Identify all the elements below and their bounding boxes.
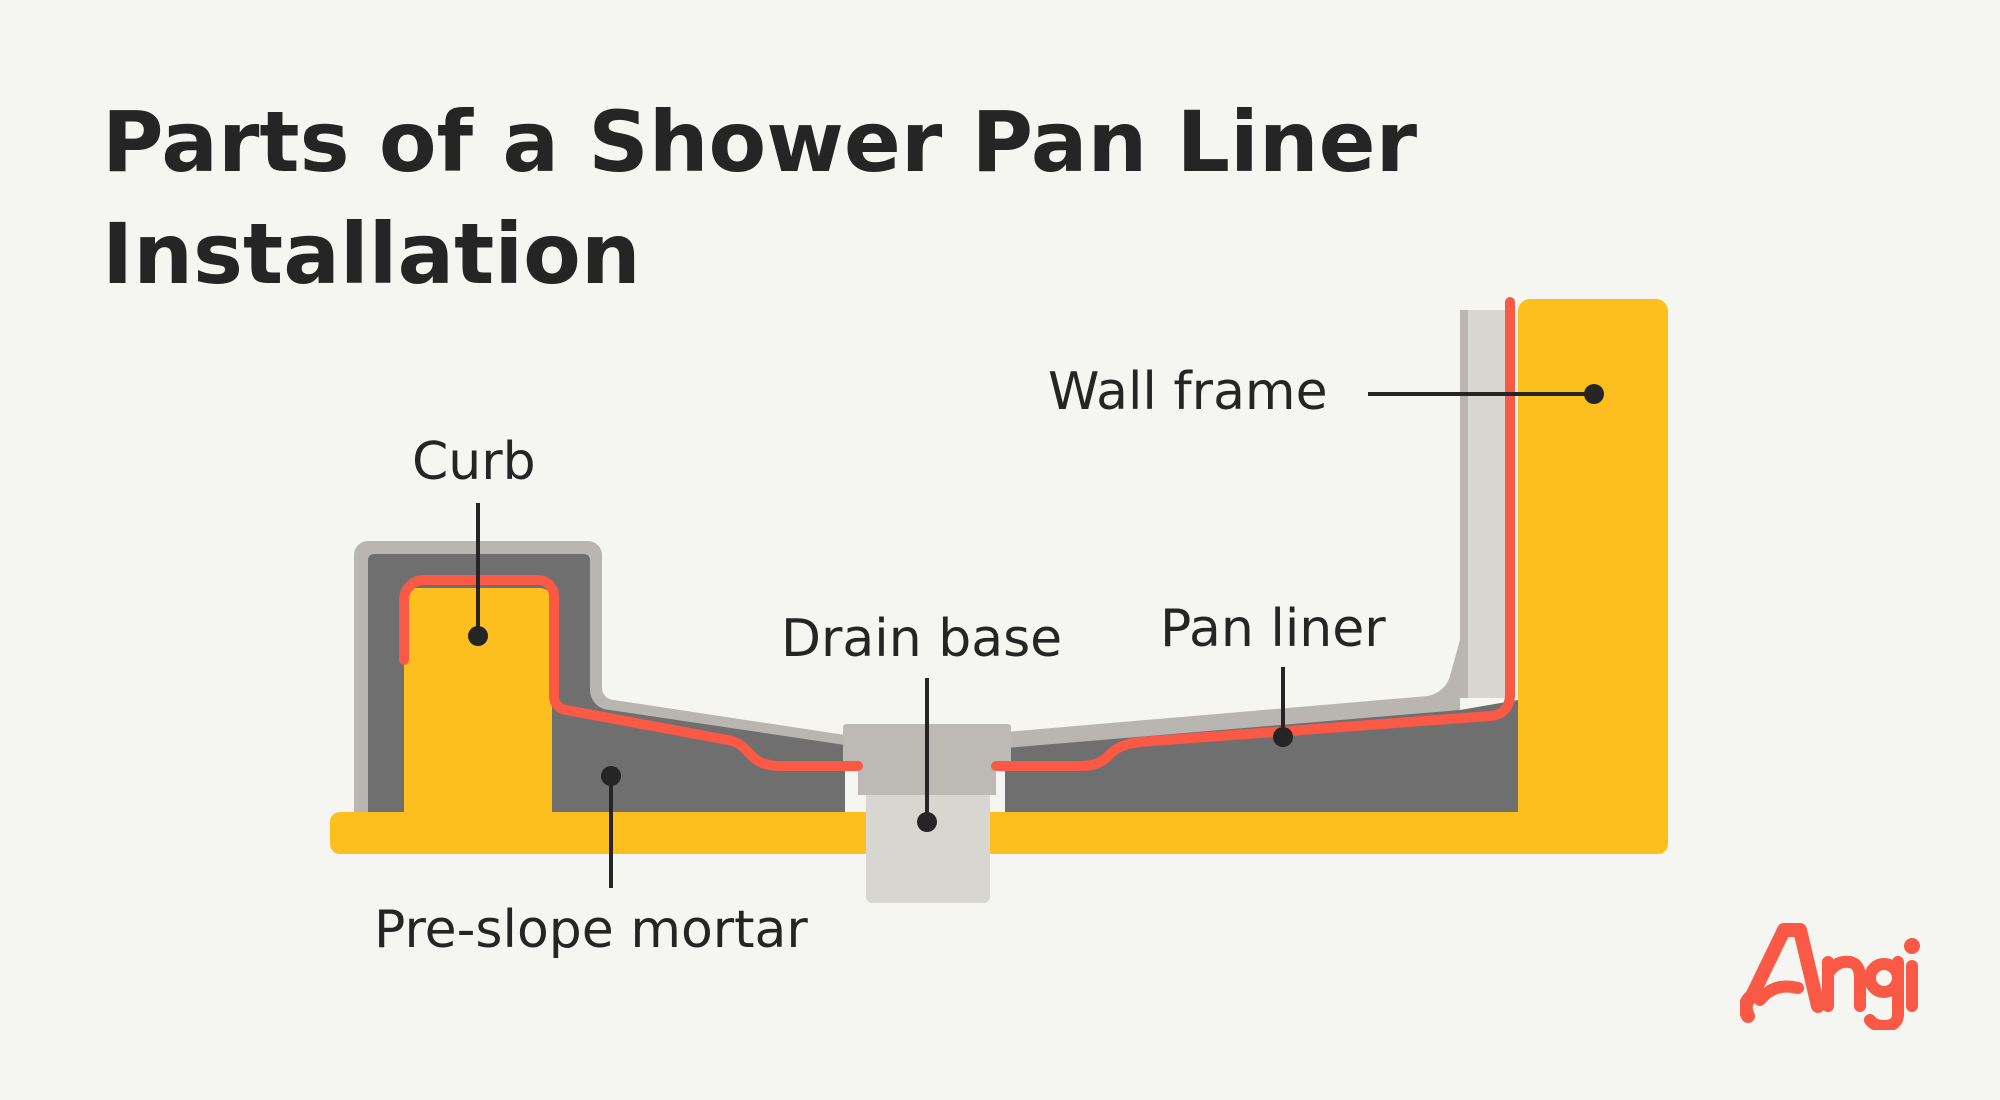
page-title: Parts of a Shower Pan Liner Installation (102, 86, 1702, 310)
pan-liner (399, 297, 1515, 771)
title-line-1: Parts of a Shower Pan Liner (102, 93, 1418, 191)
leader-pan-liner (1273, 667, 1293, 747)
leader-wall-frame (1368, 384, 1604, 404)
label-drain-base: Drain base (781, 609, 1063, 669)
label-pre-slope-mortar: Pre-slope mortar (374, 900, 808, 960)
wall-cement-board-edge (1460, 310, 1468, 698)
drain-body (866, 790, 990, 903)
subfloor (330, 812, 1668, 854)
curb-block (404, 588, 552, 812)
label-wall-frame: Wall frame (1048, 362, 1328, 422)
title-line-2: Installation (102, 205, 641, 303)
label-curb: Curb (412, 432, 536, 492)
angi-logo (1740, 923, 1920, 1030)
leader-curb (468, 503, 488, 646)
wall-stud (1518, 299, 1668, 854)
leader-pre-slope-mortar (601, 766, 621, 888)
leader-drain-base (917, 678, 937, 832)
label-pan-liner: Pan liner (1160, 599, 1386, 659)
